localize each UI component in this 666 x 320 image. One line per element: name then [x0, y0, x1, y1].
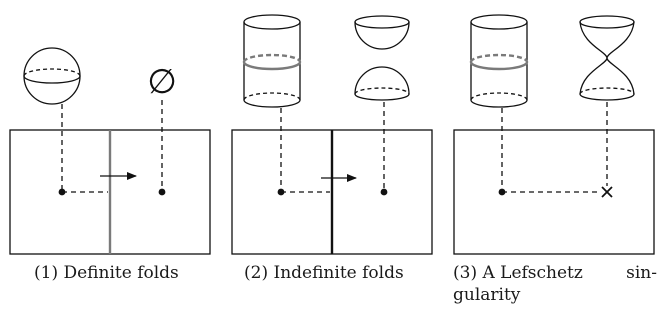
panel-lefschetz	[453, 14, 655, 255]
caption-indefinite-folds: (2) Indefinite folds	[244, 263, 404, 283]
panel-indefinite-folds	[231, 14, 433, 255]
cylinder-figure-3	[469, 14, 529, 108]
pinched-cylinder-figure	[579, 15, 635, 101]
point-2b	[380, 188, 388, 196]
sphere-figure	[23, 47, 81, 105]
point-1a	[58, 188, 66, 196]
caption-lefschetz-line2: gularity	[453, 285, 521, 305]
caption-definite-folds: (1) Definite folds	[34, 263, 179, 283]
point-3a	[498, 188, 506, 196]
bowl-figure	[354, 15, 410, 50]
caption-lefschetz-hyphen-part: sin-	[626, 263, 657, 283]
lefschetz-cross	[601, 186, 613, 198]
base-square-3	[453, 129, 655, 255]
dome-figure	[354, 66, 410, 101]
point-1b	[158, 188, 166, 196]
cylinder-figure	[242, 14, 302, 108]
caption-lefschetz-line1: (3) A Lefschetz	[453, 263, 583, 283]
point-2a	[277, 188, 285, 196]
empty-set-symbol: ∅	[147, 62, 177, 102]
panel-definite-folds	[9, 47, 211, 255]
caption-lefschetz: (3) A Lefschetz sin- gularity	[453, 262, 657, 306]
